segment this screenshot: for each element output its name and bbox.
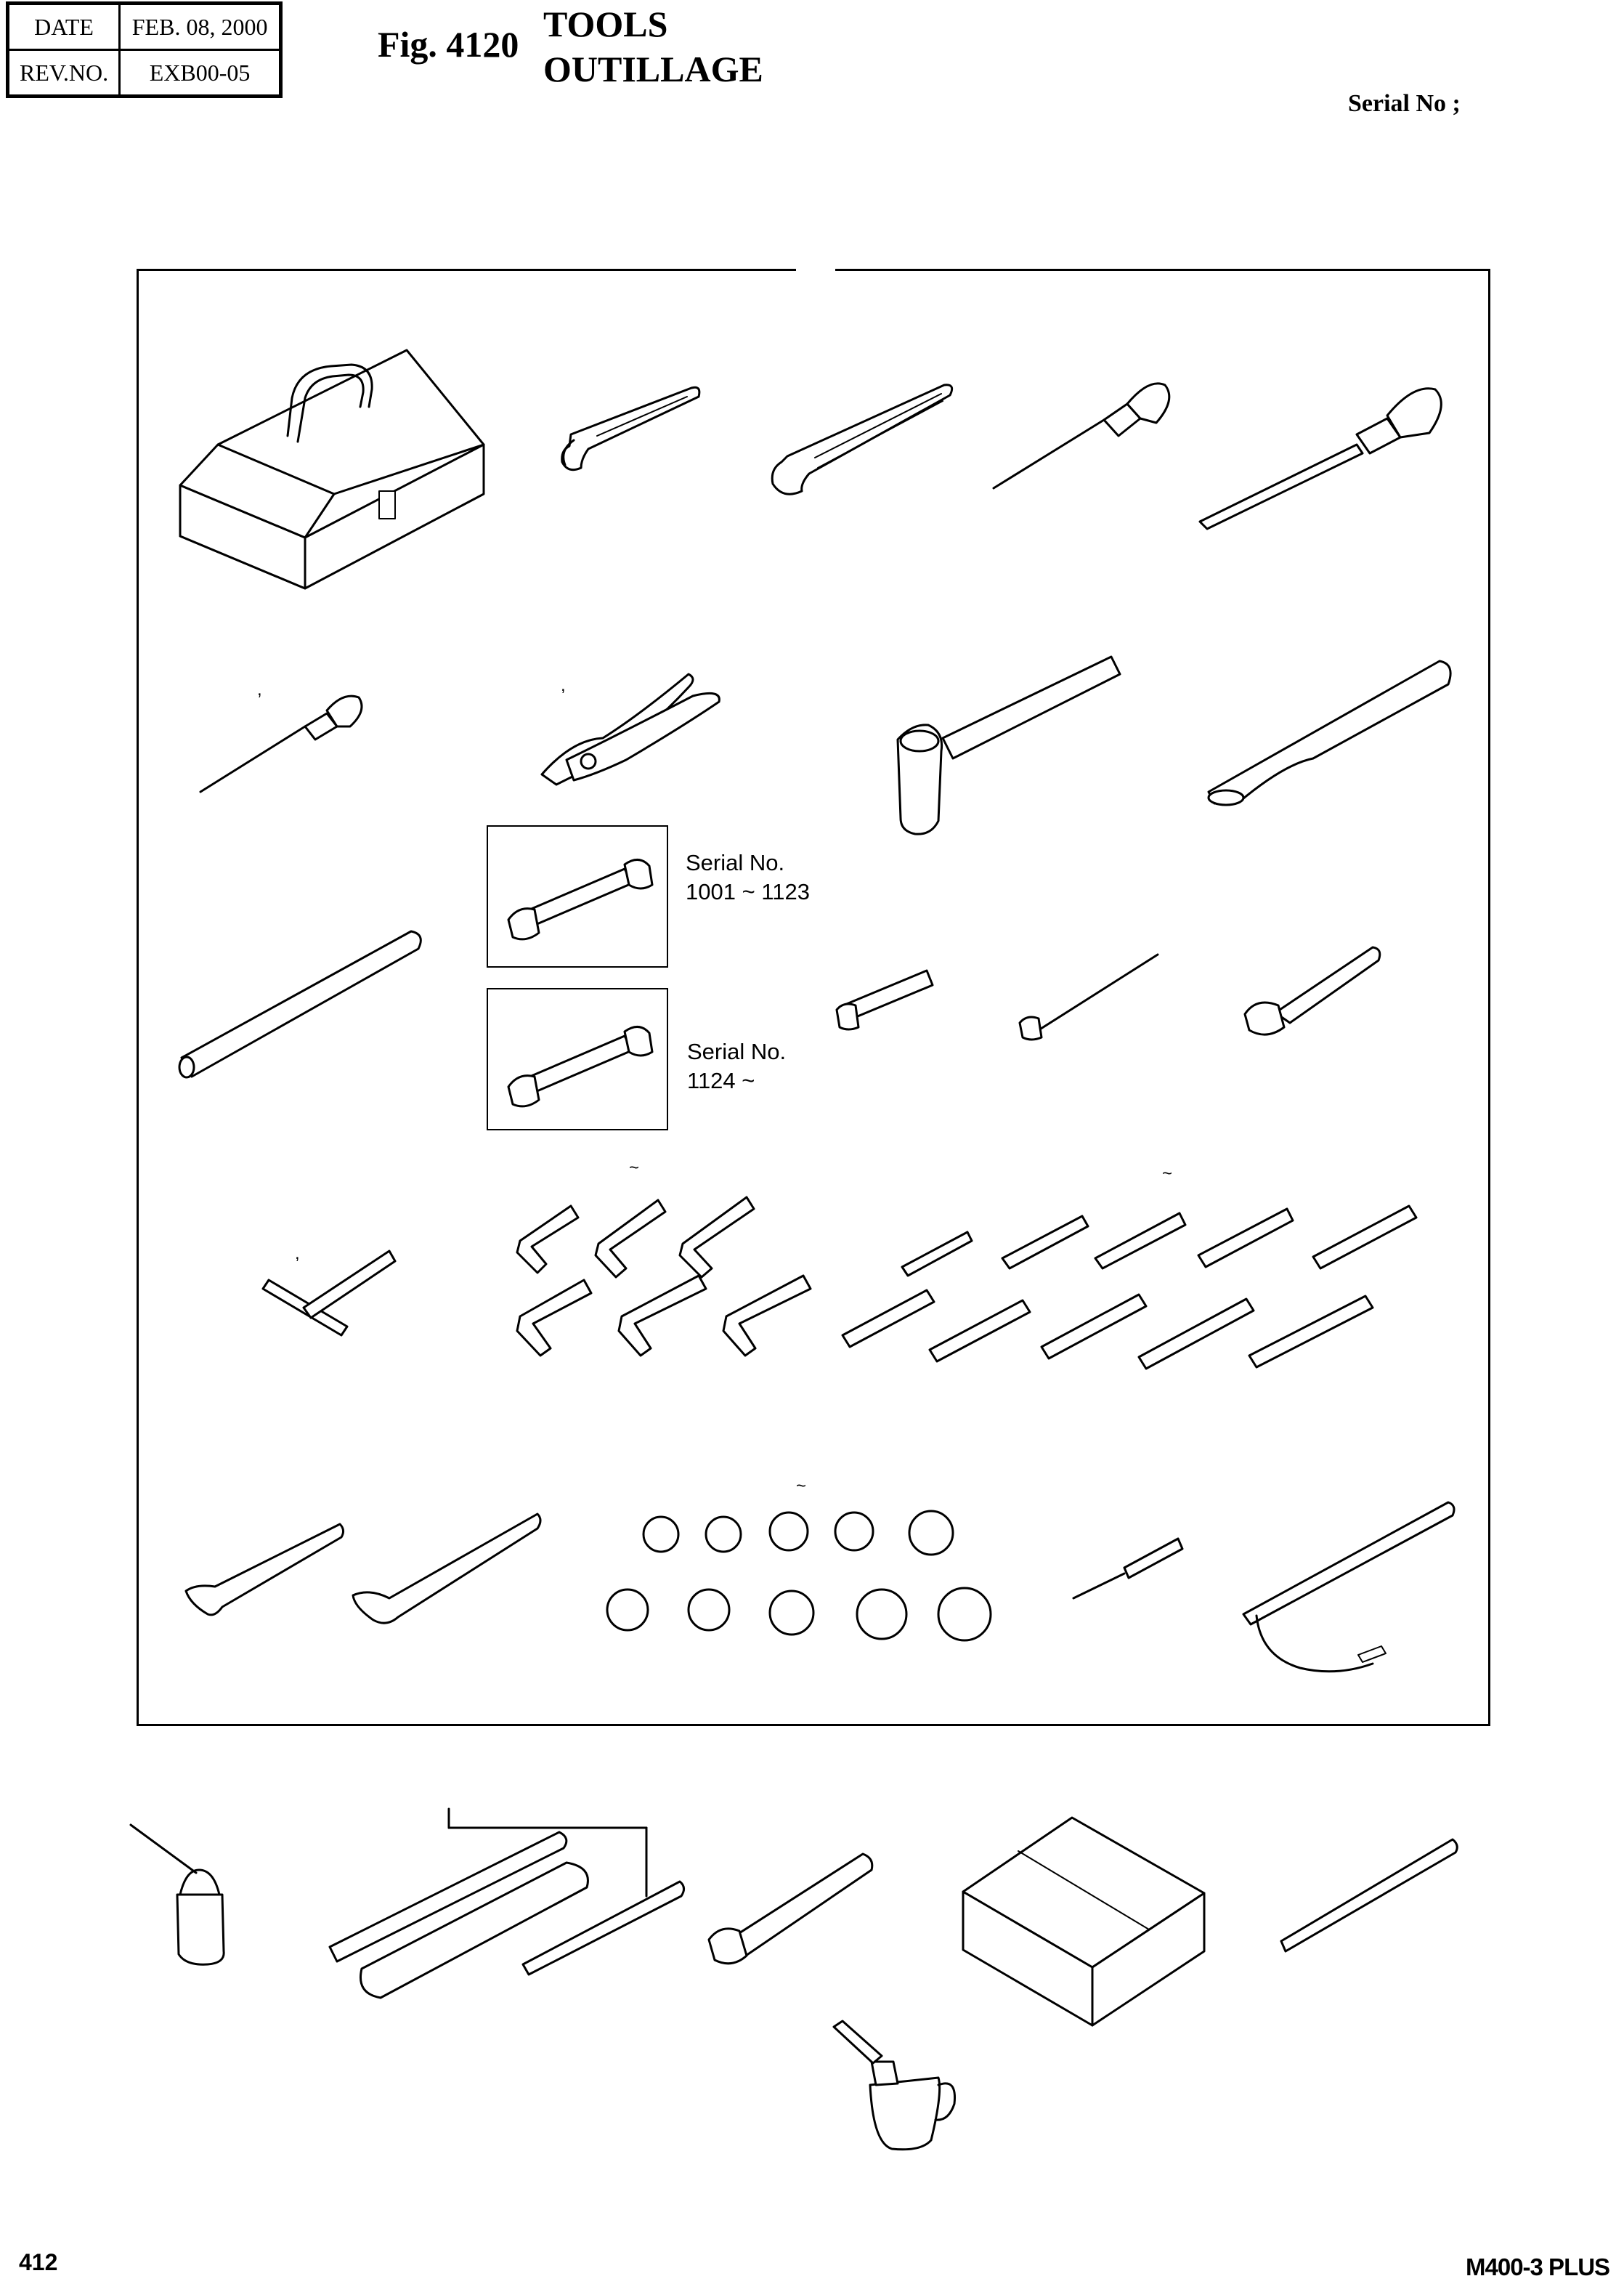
- tilde-mark-hex-keys: ~: [629, 1158, 640, 1178]
- tilde-mark-sockets: ~: [796, 1476, 807, 1496]
- spanner-large-icon: [352, 1512, 542, 1624]
- date-label: DATE: [6, 2, 121, 51]
- comma-mark-tbar: ,: [295, 1244, 300, 1263]
- revision-table: DATE FEB. 08, 2000 REV.NO. EXB00-05: [6, 1, 283, 98]
- serial-note-2: Serial No. 1124 ~: [687, 1037, 786, 1096]
- box-wrench-1-icon: [507, 859, 654, 941]
- ratchet-icon: [1243, 946, 1381, 1036]
- figure-title: TOOLS OUTILLAGE: [543, 1, 763, 92]
- frame-gap: [796, 266, 835, 273]
- page-number: 412: [19, 2249, 58, 2275]
- small-screwdriver-icon: [1072, 1537, 1184, 1600]
- comma-mark-awl: ,: [257, 680, 262, 700]
- sockets-icon: [606, 1510, 992, 1642]
- chain-wrench-icon: [1242, 1501, 1455, 1673]
- serial-note-2-range: 1124 ~: [687, 1068, 755, 1093]
- thin-rod-icon: [1280, 1838, 1458, 1953]
- date-value: FEB. 08, 2000: [118, 2, 283, 51]
- screwdriver-large-icon: [1198, 387, 1442, 530]
- serial-note-2-title: Serial No.: [687, 1039, 787, 1064]
- grease-coupler-icon: [707, 1852, 874, 1965]
- rev-label: REV.NO.: [6, 49, 121, 97]
- rev-value: EXB00-05: [118, 49, 283, 97]
- pipe-chisel-icon: [1207, 660, 1452, 806]
- hex-keys-icon: [516, 1196, 812, 1357]
- title-french: OUTILLAGE: [543, 49, 763, 89]
- serial-note-1: Serial No. 1001 ~ 1123: [686, 849, 810, 907]
- serial-note-1-range: 1001 ~ 1123: [686, 879, 810, 904]
- tilde-mark-wrenches: ~: [1162, 1164, 1173, 1183]
- oil-jug-icon: [832, 2020, 957, 2151]
- adjustable-wrench-large-icon: [771, 384, 954, 495]
- box-icon: [962, 1816, 1206, 2027]
- serial-number-header: Serial No ;: [1348, 90, 1461, 117]
- comma-mark-pliers: ,: [561, 676, 566, 695]
- open-end-wrenches-icon: [841, 1204, 1418, 1370]
- screwdriver-small-icon: [992, 382, 1171, 490]
- hammer-icon: [896, 655, 1121, 835]
- t-bar-icon: [261, 1250, 397, 1337]
- spanner-small-icon: [184, 1523, 345, 1616]
- awl-icon: [199, 694, 363, 793]
- box-wrench-2-icon: [507, 1026, 654, 1108]
- extension-long-icon: [1018, 953, 1159, 1041]
- model-name: M400-3 PLUS: [1466, 2253, 1610, 2280]
- adjustable-wrench-small-icon: [561, 386, 701, 471]
- title-english: TOOLS: [543, 4, 668, 44]
- oil-can-icon: [129, 1823, 225, 1966]
- figure-number: Fig. 4120: [378, 24, 519, 65]
- toolbox-icon: [179, 349, 485, 590]
- long-bar-icon: [178, 930, 422, 1079]
- extension-short-icon: [835, 969, 934, 1031]
- pliers-icon: [540, 673, 720, 786]
- serial-note-1-title: Serial No.: [686, 850, 785, 875]
- serial-box-2: [487, 988, 668, 1130]
- grease-gun-icon: [328, 1807, 685, 1999]
- serial-box-1: [487, 825, 668, 968]
